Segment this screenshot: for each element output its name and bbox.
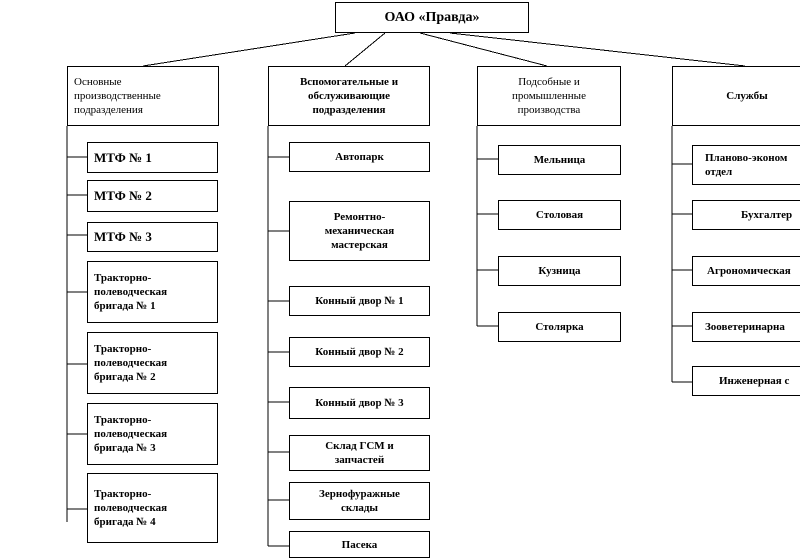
item-brigade-3: Тракторно- полеводческая бригада № 3 — [87, 403, 218, 465]
item-horse-yard-3: Конный двор № 3 — [289, 387, 430, 419]
item-autopark: Автопарк — [289, 142, 430, 172]
item-brigade-4: Тракторно- полеводческая бригада № 4 — [87, 473, 218, 543]
item-repair-workshop: Ремонтно- механическая мастерская — [289, 201, 430, 261]
item-brigade-2: Тракторно- полеводческая бригада № 2 — [87, 332, 218, 394]
item-engineering: Инженерная с — [692, 366, 800, 396]
header-services: Службы — [672, 66, 800, 126]
item-carpentry: Столярка — [498, 312, 621, 342]
item-apiary: Пасека — [289, 531, 430, 558]
item-zooveterinary: Зооветеринарна — [692, 312, 800, 342]
item-accounting: Бухгалтер — [692, 200, 800, 230]
item-agronomy: Агрономическая — [692, 256, 800, 286]
item-brigade-1: Тракторно- полеводческая бригада № 1 — [87, 261, 218, 323]
item-horse-yard-2: Конный двор № 2 — [289, 337, 430, 367]
header-subsidiary: Подсобные и промышленные производства — [477, 66, 621, 126]
item-grain-warehouses: Зернофуражные склады — [289, 482, 430, 520]
header-auxiliary: Вспомогательные и обслуживающие подразде… — [268, 66, 430, 126]
header-main-production: Основные производственные подразделения — [67, 66, 219, 126]
root-box: ОАО «Правда» — [335, 2, 529, 33]
item-mtf-2: МТФ № 2 — [87, 180, 218, 212]
item-mtf-3: МТФ № 3 — [87, 222, 218, 252]
item-mtf-1: МТФ № 1 — [87, 142, 218, 173]
item-planning-dept: Планово-эконом отдел — [692, 145, 800, 185]
item-forge: Кузница — [498, 256, 621, 286]
item-horse-yard-1: Конный двор № 1 — [289, 286, 430, 316]
item-canteen: Столовая — [498, 200, 621, 230]
item-fuel-warehouse: Склад ГСМ и запчастей — [289, 435, 430, 471]
item-mill: Мельница — [498, 145, 621, 175]
